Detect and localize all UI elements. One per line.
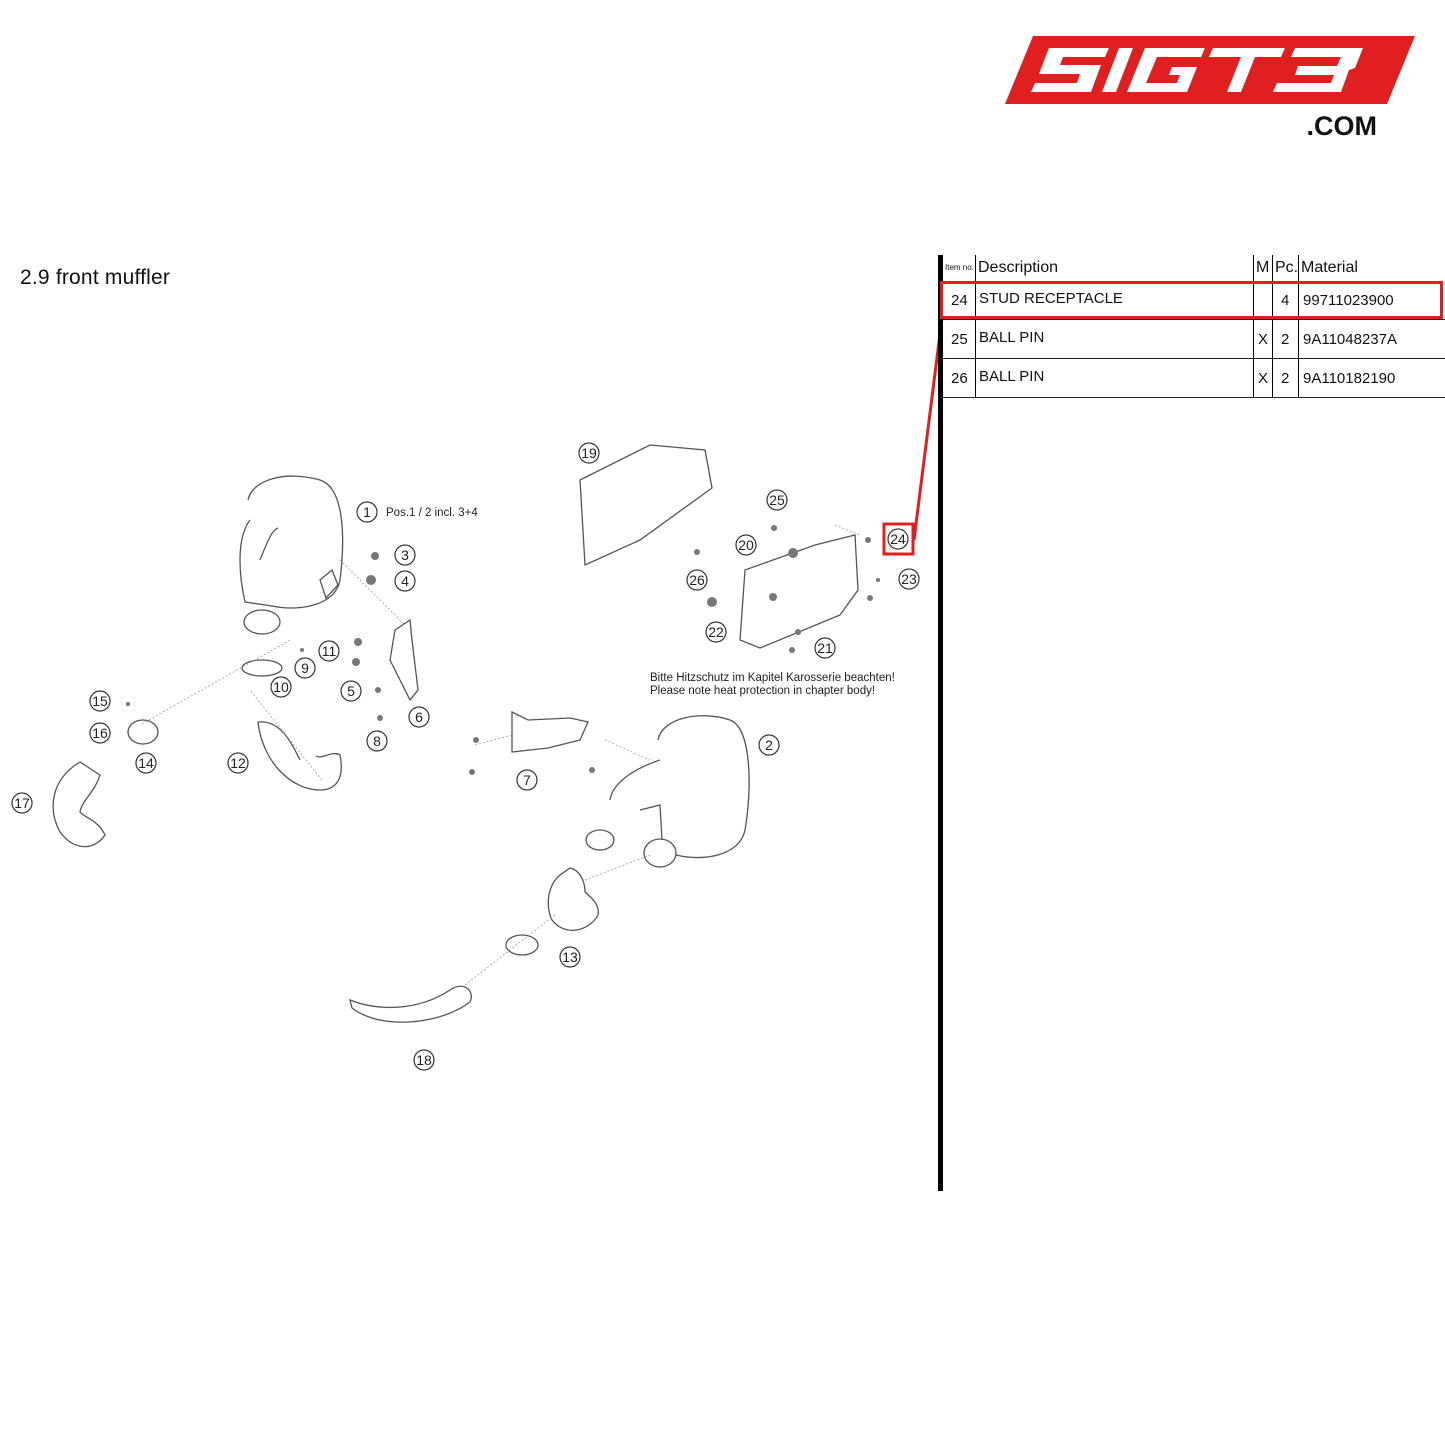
clamp-14 — [127, 719, 159, 745]
page-title: 2.9 front muffler — [20, 266, 171, 289]
row-m: X — [1258, 370, 1269, 387]
table-row[interactable]: 26 BALL PIN X 2 9A110182190 — [943, 359, 1445, 398]
row-item: 25 — [951, 331, 968, 348]
front-muffler-right — [609, 715, 750, 868]
heat-shield-19 — [579, 444, 713, 566]
header-item-no: Item no. — [945, 263, 974, 272]
svg-text:15: 15 — [92, 693, 108, 709]
parts-table: Item no. Description M Pc. Material 24 S… — [943, 255, 1445, 398]
bracket-6 — [389, 618, 419, 702]
svg-text:24: 24 — [890, 531, 906, 547]
svg-text:21: 21 — [817, 640, 833, 656]
clamp-13b — [505, 934, 539, 956]
row-description: STUD RECEPTACLE — [979, 290, 1123, 307]
clamp-right — [585, 829, 615, 851]
row-pc: 2 — [1281, 370, 1290, 387]
svg-text:26: 26 — [689, 572, 705, 588]
brand-logo[interactable]: .COM — [1005, 30, 1417, 148]
table-row[interactable]: 25 BALL PIN X 2 9A11048237A — [943, 320, 1445, 359]
header-m: M — [1256, 259, 1270, 276]
row-item: 24 — [951, 292, 968, 309]
header-description: Description — [978, 259, 1059, 276]
svg-text:25: 25 — [769, 492, 785, 508]
bracket-7 — [511, 710, 589, 753]
row-material: 9A11048237A — [1303, 331, 1397, 348]
brand-domain: .COM — [1307, 111, 1378, 141]
svg-text:8: 8 — [373, 733, 381, 749]
svg-text:3: 3 — [401, 547, 409, 563]
highlighted-row-frame — [940, 281, 1443, 319]
header-material: Material — [1301, 259, 1358, 276]
svg-text:1: 1 — [363, 504, 371, 520]
svg-text:11: 11 — [322, 643, 337, 659]
pos-note: Pos.1 / 2 incl. 3+4 — [386, 507, 478, 519]
row-material: 9A110182190 — [1303, 370, 1396, 387]
pipe-12 — [257, 721, 342, 791]
pipe-18 — [349, 985, 472, 1023]
note-en: Please note heat protection in chapter b… — [650, 685, 875, 697]
svg-text:13: 13 — [562, 949, 578, 965]
row-description: BALL PIN — [979, 368, 1045, 385]
svg-text:12: 12 — [230, 755, 246, 771]
svg-text:6: 6 — [415, 709, 423, 725]
header-pc: Pc. — [1275, 259, 1299, 276]
pipe-17 — [52, 761, 106, 848]
row-m: X — [1258, 331, 1269, 348]
svg-text:20: 20 — [738, 537, 754, 553]
svg-text:4: 4 — [401, 573, 409, 589]
svg-text:17: 17 — [14, 795, 30, 811]
svg-text:19: 19 — [581, 445, 597, 461]
svg-text:14: 14 — [138, 755, 154, 771]
table-row[interactable]: 24 STUD RECEPTACLE 4 99711023900 — [943, 281, 1445, 320]
svg-text:23: 23 — [901, 571, 917, 587]
heat-shield-20 — [739, 534, 859, 649]
svg-text:18: 18 — [416, 1052, 432, 1068]
svg-text:16: 16 — [92, 725, 108, 741]
row-description: BALL PIN — [979, 329, 1045, 346]
svg-text:10: 10 — [273, 679, 289, 695]
row-pc: 2 — [1281, 331, 1290, 348]
svg-text:5: 5 — [347, 683, 355, 699]
svg-text:9: 9 — [301, 660, 309, 676]
table-rule — [938, 255, 943, 1191]
svg-text:2: 2 — [765, 737, 773, 753]
row-material: 99711023900 — [1303, 292, 1394, 309]
svg-text:7: 7 — [523, 772, 531, 788]
row-item: 26 — [951, 370, 968, 387]
table-header: Item no. Description M Pc. Material — [943, 255, 1445, 281]
note-de: Bitte Hitzschutz im Kapitel Karosserie b… — [650, 672, 895, 684]
row-pc: 4 — [1281, 292, 1290, 309]
svg-text:22: 22 — [708, 624, 724, 640]
pipe-13 — [547, 867, 599, 931]
front-muffler-left — [239, 475, 344, 635]
clamp-9 — [241, 659, 283, 677]
